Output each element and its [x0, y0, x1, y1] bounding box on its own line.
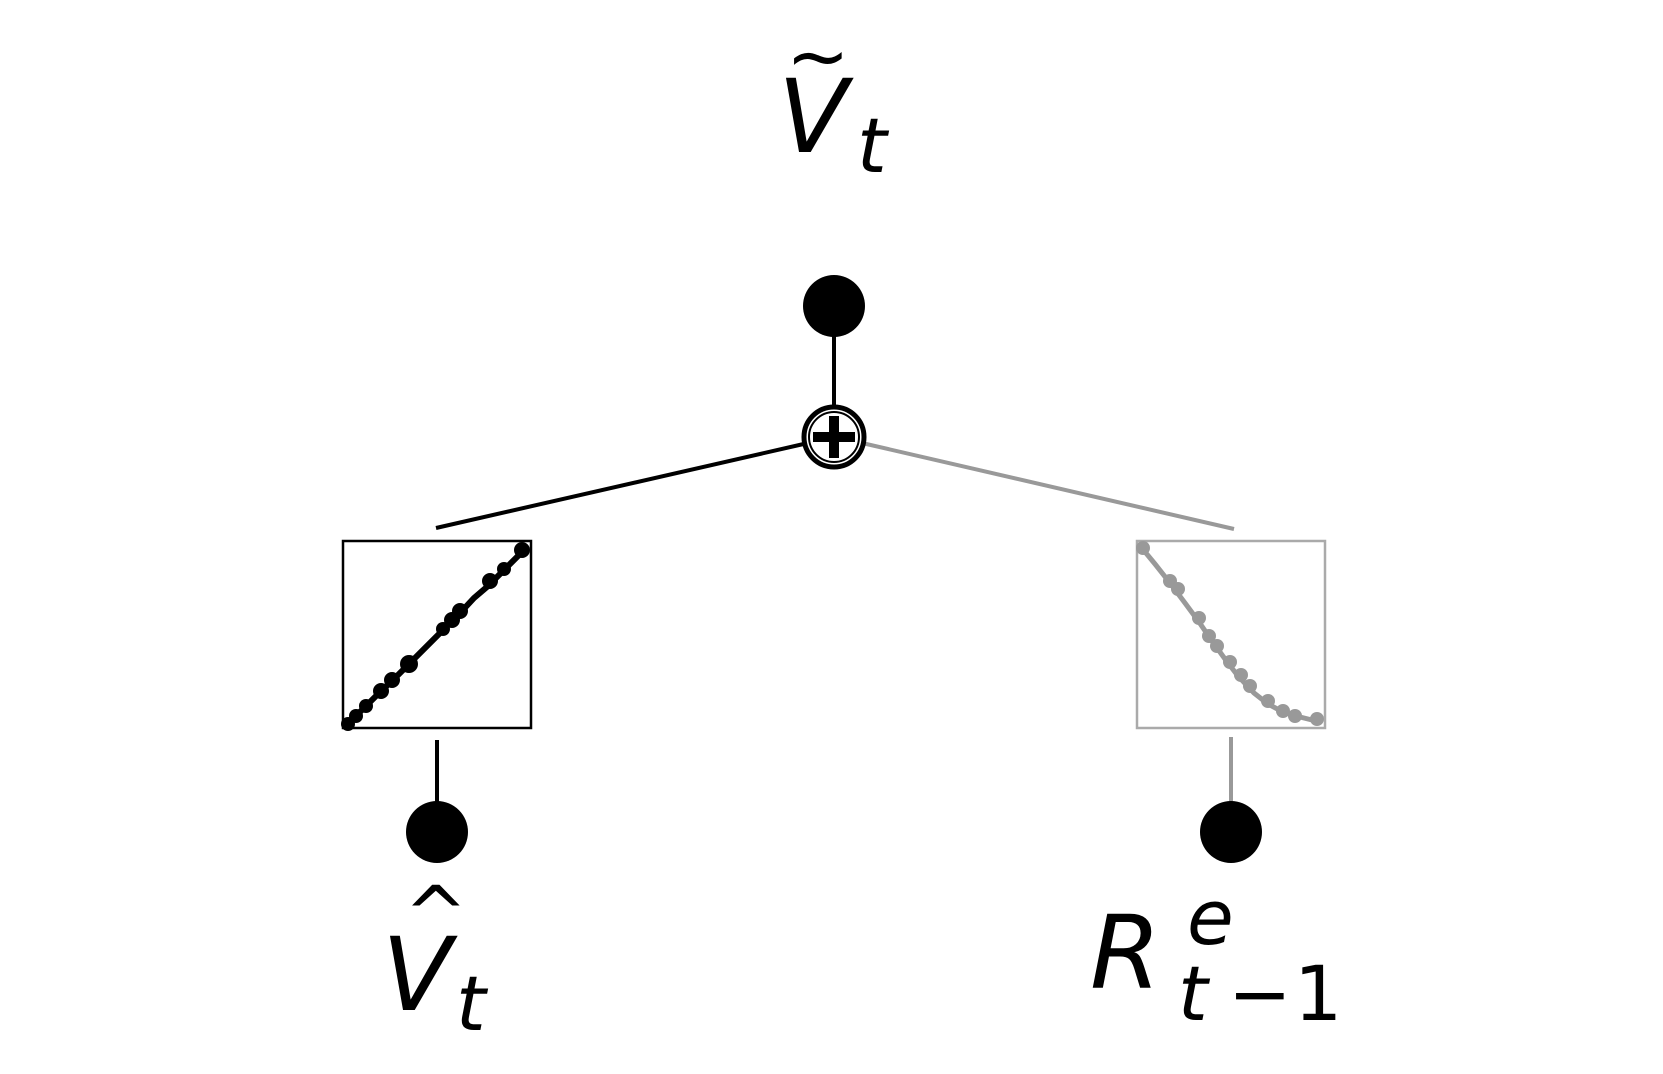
right-label-base: R	[1090, 894, 1161, 1013]
output-label-subscript: t	[857, 101, 890, 190]
left-shape-points	[341, 542, 530, 731]
right-label-subscript-op: −	[1228, 949, 1292, 1038]
right-label-superscript: e	[1187, 873, 1234, 962]
right-input-node	[1200, 801, 1262, 863]
left-label-subscript: t	[456, 959, 489, 1048]
left-branch-line	[435, 441, 809, 530]
right-branch-line	[861, 441, 1235, 531]
circled-plus-icon	[801, 404, 867, 470]
left-input-node	[406, 801, 468, 863]
right-shape-points	[1136, 541, 1324, 726]
output-label-base: V	[778, 58, 854, 177]
left-input-label: V ^ t	[382, 869, 489, 1048]
left-label-base: V	[382, 916, 458, 1035]
right-input-label: R e t − 1	[1090, 873, 1342, 1038]
right-shape-function	[1135, 539, 1327, 803]
left-shape-function	[341, 539, 533, 803]
output-label: V ~ t	[778, 11, 890, 190]
output-label-tilde: ~	[786, 11, 850, 100]
right-shape-box	[1135, 539, 1327, 730]
output-node	[803, 275, 865, 337]
left-label-hat: ^	[404, 869, 468, 958]
right-label-subscript-num: 1	[1294, 949, 1342, 1038]
right-label-subscript-var: t	[1178, 949, 1211, 1038]
